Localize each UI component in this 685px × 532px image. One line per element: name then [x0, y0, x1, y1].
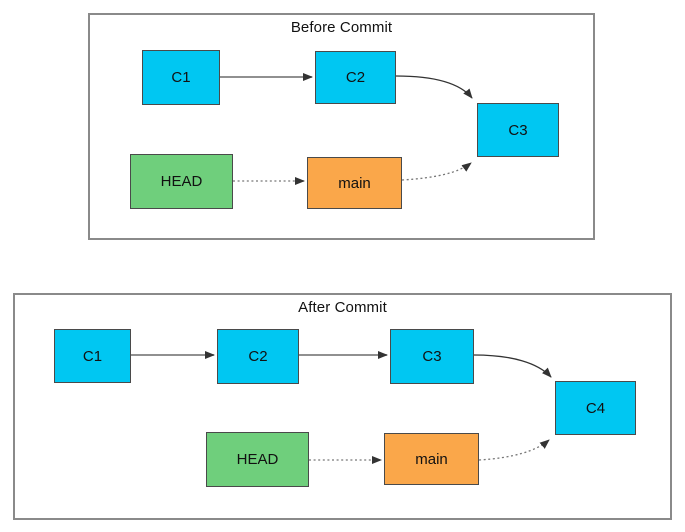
commit-label: C4	[585, 399, 606, 417]
branch-node-main: main	[307, 157, 402, 209]
branch-label: main	[415, 450, 448, 468]
commit-node-c1: C1	[54, 329, 131, 383]
commit-node-c3: C3	[477, 103, 559, 157]
edge-c2-c3	[395, 75, 473, 99]
commit-node-c4: C4	[555, 381, 636, 435]
commit-label: C1	[171, 69, 191, 86]
commit-label: C3	[422, 348, 442, 365]
edge-main-c4	[478, 439, 550, 461]
commit-node-c2: C2	[315, 51, 396, 104]
branch-node-main: main	[384, 433, 479, 485]
commit-node-c3: C3	[390, 329, 474, 384]
commit-label: C2	[345, 69, 366, 86]
edge-main-c3	[401, 162, 472, 181]
head-label: HEAD	[236, 451, 279, 468]
branch-label: main	[338, 174, 371, 192]
panel-title: After Commit	[298, 299, 387, 316]
head-label: HEAD	[160, 173, 203, 190]
panel-before-commit: Before Commit C1 C2 C3 HEAD main	[88, 13, 595, 240]
edge-c3-c4	[473, 354, 552, 378]
panel-title: Before Commit	[290, 19, 393, 36]
commit-label: C2	[248, 348, 268, 365]
head-pointer-node: HEAD	[130, 154, 233, 209]
commit-node-c2: C2	[217, 329, 299, 384]
commit-label: C3	[508, 121, 528, 139]
panel-after-commit: After Commit C1 C2 C3 C4 HEAD	[13, 293, 672, 520]
head-pointer-node: HEAD	[206, 432, 309, 487]
commit-label: C1	[82, 347, 103, 365]
commit-node-c1: C1	[142, 50, 220, 105]
